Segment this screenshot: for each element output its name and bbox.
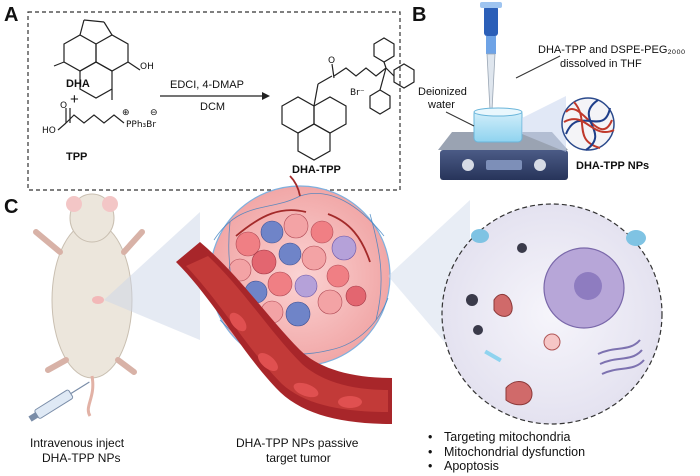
panel-label-b: B <box>412 4 427 26</box>
plus-sign: + <box>70 91 79 108</box>
blood-vessel-illustration <box>176 242 392 424</box>
reaction-arrowhead <box>262 92 270 100</box>
cell-illustration <box>441 203 663 425</box>
dissolved-label-line2: dissolved in THF <box>560 58 642 70</box>
dha-tpp-structure <box>281 37 415 161</box>
dha-oh-label: OH <box>140 62 154 72</box>
water-label-line1: Deionized <box>418 86 467 98</box>
zoom-cone-b <box>522 96 566 152</box>
pipette-pointer-line <box>515 55 561 79</box>
tpp-ho-label: HO <box>42 126 56 136</box>
panel-label-c: C <box>4 196 19 218</box>
beaker <box>473 107 523 143</box>
tumor-caption-line1: DHA-TPP NPs passive <box>236 436 359 450</box>
outcome-bullet-list: Targeting mitochondria Mitochondrial dys… <box>428 430 585 474</box>
mouse-caption-line2: DHA-TPP NPs <box>42 451 121 465</box>
tpp-pph3br-label: PPh₃Br <box>126 120 157 130</box>
reagent-label: EDCI, 4-DMAP <box>170 79 244 91</box>
pipette-illustration <box>480 2 502 111</box>
panel-label-a: A <box>4 4 19 26</box>
tpp-minus-charge: ⊖ <box>150 108 158 118</box>
tpp-label: TPP <box>66 151 88 163</box>
dha-structure <box>53 19 141 100</box>
nanoparticle-illustration <box>561 97 615 151</box>
product-br-label: Br⁻ <box>350 88 365 98</box>
tumor-caption-line2: target tumor <box>266 451 331 465</box>
dha-label: DHA <box>66 78 90 90</box>
solvent-label: DCM <box>200 101 226 113</box>
dha-tpp-label: DHA-TPP <box>292 164 341 176</box>
arteries <box>235 175 371 263</box>
nps-label: DHA-TPP NPs <box>576 160 650 172</box>
mouse-illustration <box>33 193 145 417</box>
tpp-structure <box>57 108 125 131</box>
zoom-cone-mouse <box>104 212 200 340</box>
syringe-illustration <box>28 381 90 422</box>
mouse-caption-line1: Intravenous inject <box>30 436 125 450</box>
bullet-item: Mitochondrial dysfunction <box>428 445 585 460</box>
product-o-label: O <box>328 56 336 66</box>
dissolved-label-line1: DHA-TPP and DSPE-PEG₂₀₀₀ <box>538 44 686 56</box>
bullet-item: Apoptosis <box>428 459 585 474</box>
panel-a-frame <box>27 11 401 191</box>
water-pointer-line <box>445 111 475 127</box>
tpp-plus-charge: ⊕ <box>122 108 130 118</box>
tpp-o-label: O <box>60 101 68 111</box>
water-label-line2: water <box>428 99 455 111</box>
bullet-item: Targeting mitochondria <box>428 430 585 445</box>
